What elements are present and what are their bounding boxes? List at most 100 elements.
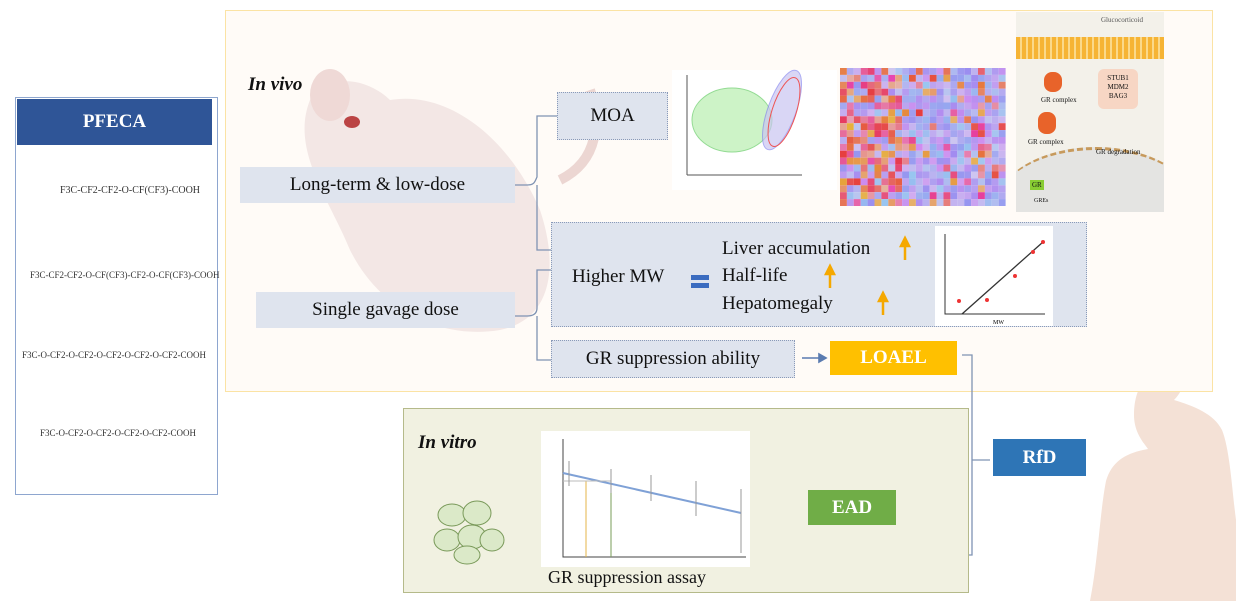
heatmap-cell: [853, 192, 861, 200]
heatmap-cell: [922, 171, 930, 179]
heatmap-cell: [888, 192, 896, 200]
heatmap-cell: [943, 143, 951, 151]
heatmap-cell: [964, 116, 972, 124]
heatmap-cell: [991, 88, 999, 96]
heatmap-cell: [922, 88, 930, 96]
heatmap-cell: [957, 109, 965, 117]
heatmap-cell: [929, 199, 937, 206]
heatmap-cell: [874, 185, 882, 193]
heatmap-cell: [902, 157, 909, 165]
gr-complex-label-2: GR complex: [1028, 138, 1064, 146]
heatmap-cell: [978, 68, 985, 75]
heatmap-cell: [984, 116, 992, 124]
heatmap-cell: [909, 199, 916, 206]
heatmap-cell: [971, 143, 978, 151]
heatmap-cell: [984, 68, 992, 75]
heatmap-cell: [998, 102, 1006, 110]
heatmap-cell: [881, 88, 889, 96]
heatmap-cell: [998, 164, 1006, 172]
heatmap-cell: [853, 88, 861, 96]
heatmap-cell: [846, 137, 854, 144]
heatmap-cell: [964, 164, 972, 172]
effect-liver-accumulation: Liver accumulation: [722, 238, 871, 259]
heatmap-cell: [888, 143, 896, 151]
heatmap-cell: [902, 95, 909, 103]
heatmap-cell: [867, 143, 875, 151]
loael-box: LOAEL: [830, 341, 957, 375]
heatmap-cell: [929, 68, 937, 75]
heatmap-cell: [936, 164, 944, 172]
heatmap-cell: [895, 185, 903, 193]
heatmap-cell: [922, 157, 930, 165]
heatmap-cell: [998, 157, 1006, 165]
heatmap-cell: [943, 199, 951, 206]
heatmap-cell: [867, 102, 875, 110]
heatmap-cell: [950, 171, 958, 179]
heatmap-cell: [888, 137, 896, 144]
heatmap-cell: [846, 192, 854, 200]
gr-complex-shape-2: [1038, 112, 1056, 134]
heatmap-cell: [936, 192, 944, 200]
heatmap-cell: [881, 109, 889, 117]
heatmap-cell: [874, 171, 882, 179]
heatmap-cell: [998, 199, 1006, 206]
heatmap-cell: [840, 150, 847, 158]
heatmap-cell: [964, 102, 972, 110]
heatmap-cell: [846, 150, 854, 158]
heatmap-cell: [991, 102, 999, 110]
heatmap-cell: [943, 157, 951, 165]
heatmap-cell: [915, 171, 923, 179]
heatmap-cell: [957, 123, 965, 131]
heatmap-cell: [984, 143, 992, 151]
heatmap-cell: [971, 102, 978, 110]
heatmap-cell: [971, 157, 978, 165]
heatmap-cell: [853, 123, 861, 131]
heatmap-cell: [991, 150, 999, 158]
heatmap-cell: [929, 95, 937, 103]
heatmap-cell: [895, 123, 903, 131]
heatmap-cell: [902, 192, 909, 200]
heatmap-cell: [840, 143, 847, 151]
gr-suppression-box: GR suppression ability: [551, 340, 795, 378]
heatmap-cell: [971, 199, 978, 206]
heatmap-cell: [909, 130, 916, 137]
heatmap-cell: [998, 171, 1006, 179]
heatmap-cell: [853, 143, 861, 151]
heatmap-cell: [846, 130, 854, 137]
heatmap-cell: [909, 164, 916, 172]
heatmap-cell: [998, 81, 1006, 89]
heatmap-cell: [915, 130, 923, 137]
heatmap-cell: [936, 157, 944, 165]
glucocorticoid-label: Glucocorticoid: [1101, 16, 1143, 24]
heatmap-cell: [978, 95, 985, 103]
heatmap-cell: [984, 171, 992, 179]
heatmap-cell: [846, 123, 854, 131]
heatmap-cell: [840, 157, 847, 165]
heatmap-cell: [929, 164, 937, 172]
heatmap-cell: [909, 137, 916, 144]
heatmap-cell: [929, 88, 937, 96]
heatmap-cell: [971, 109, 978, 117]
heatmap-cell: [922, 143, 930, 151]
human-silhouette: [1090, 330, 1236, 601]
heatmap-cell: [888, 109, 896, 117]
heatmap-cell: [874, 68, 882, 75]
heatmap-cell: [964, 150, 972, 158]
heatmap-cell: [895, 109, 903, 117]
heatmap-cell: [867, 116, 875, 124]
heatmap-cell: [978, 199, 985, 206]
heatmap-cell: [922, 116, 930, 124]
heatmap-cell: [929, 178, 937, 186]
heatmap-cell: [991, 157, 999, 165]
heatmap-cell: [860, 171, 868, 179]
heatmap-cell: [991, 171, 999, 179]
heatmap-cell: [874, 116, 882, 124]
long-term-box: Long-term & low-dose: [240, 167, 515, 203]
heatmap-cell: [936, 178, 944, 186]
heatmap: [840, 68, 1006, 206]
heatmap-cell: [881, 199, 889, 206]
heatmap-cell: [922, 150, 930, 158]
heatmap-cell: [984, 164, 992, 172]
heatmap-cell: [853, 185, 861, 193]
